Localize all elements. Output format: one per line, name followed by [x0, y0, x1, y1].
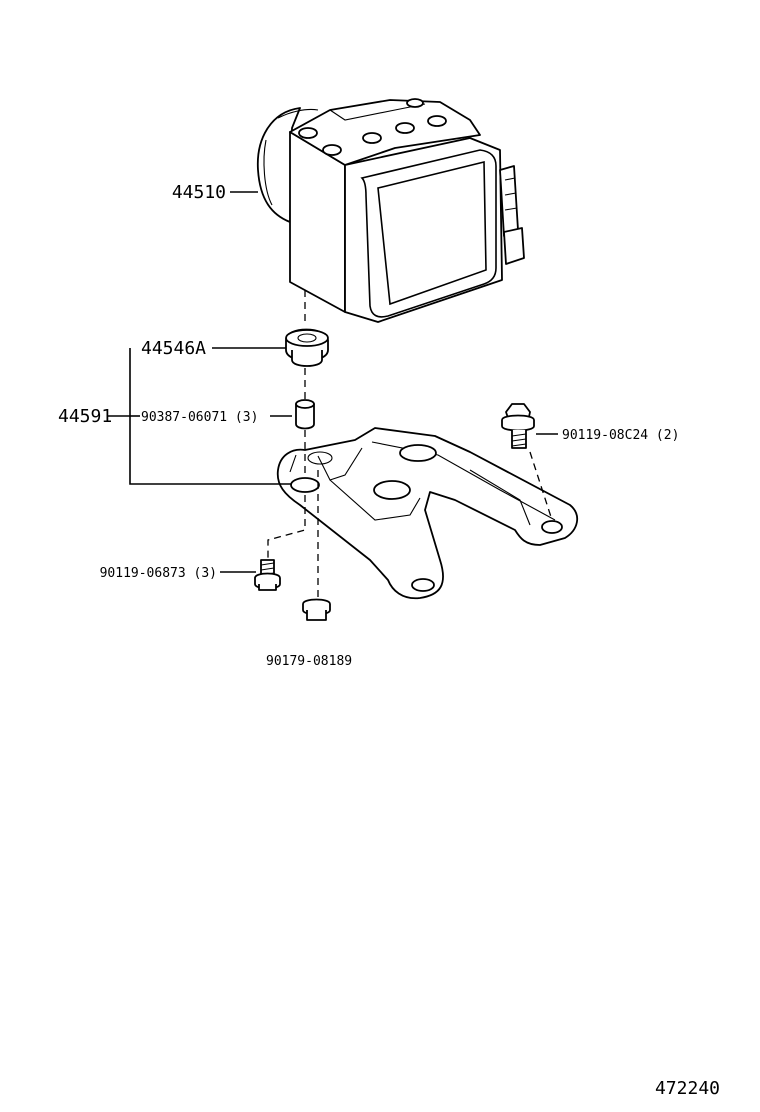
label-nut: 90179-08189 — [266, 654, 352, 669]
bolt-left — [254, 559, 281, 591]
label-bolt-left: 90119-06873 (3) — [100, 566, 217, 581]
collar — [295, 399, 315, 430]
label-grommet: 44546A — [141, 338, 206, 359]
alignment-lines — [267, 290, 553, 600]
leader-lines — [108, 191, 558, 573]
bolt-right — [501, 403, 535, 449]
abs-actuator — [256, 98, 525, 323]
label-actuator: 44510 — [172, 182, 226, 203]
diagram-id: 472240 — [655, 1078, 720, 1099]
label-bolt-right: 90119-08C24 (2) — [562, 428, 679, 443]
bracket — [276, 427, 579, 600]
nut — [302, 598, 331, 621]
label-bracket-assy: 44591 — [58, 406, 112, 427]
grommet — [285, 328, 329, 367]
label-collar: 90387-06071 (3) — [141, 410, 258, 425]
